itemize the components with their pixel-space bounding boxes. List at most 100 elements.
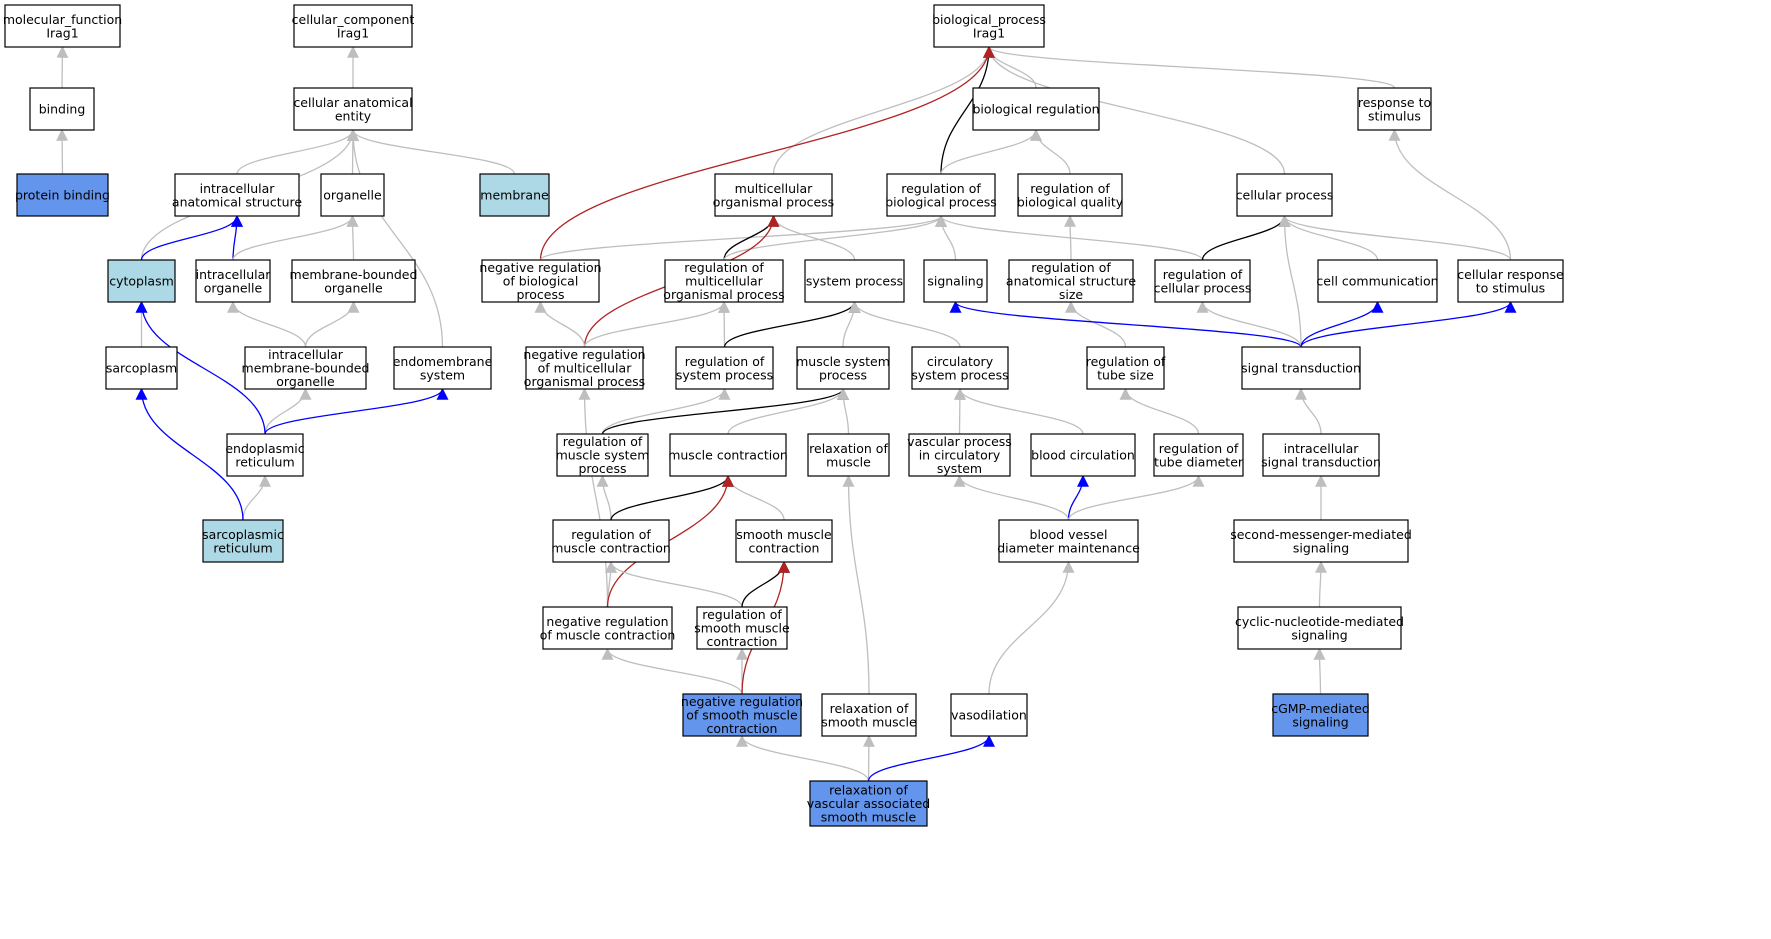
- node-box: [481, 259, 600, 303]
- node-label-line: smooth muscle: [694, 621, 790, 636]
- node-label-line: Irag1: [46, 25, 78, 40]
- node-label-line: regulation of: [571, 527, 651, 542]
- edge-is_a-sigtrans-to-rcp: [1196, 300, 1302, 348]
- edge-is_a-smc-to-mc: [722, 474, 785, 521]
- node-label-line: biological quality: [1017, 194, 1124, 209]
- node-label-line: system process: [806, 274, 903, 289]
- node-label-line: smooth muscle: [821, 810, 917, 825]
- node-label-line: Irag1: [337, 25, 369, 40]
- node-label-line: vasodilation: [951, 708, 1027, 723]
- node-sigtrans[interactable]: signal transduction: [1241, 346, 1361, 390]
- node-label-line: negative regulation: [681, 694, 803, 709]
- node-sysproc[interactable]: system process: [804, 259, 905, 303]
- node-label-line: multicellular: [685, 274, 764, 289]
- node-box: [244, 346, 367, 390]
- edge-is_a-rmc-to-rmsp: [596, 474, 612, 521]
- node-cellcomm[interactable]: cell communication: [1316, 259, 1439, 303]
- edge-is_a-sysproc-to-mop: [767, 214, 856, 261]
- edge-is_a-nrmop-to-nrbp: [534, 300, 586, 348]
- node-label-line: cellular response: [1457, 267, 1564, 282]
- edge-is_a-protein_binding-to-binding: [56, 128, 69, 175]
- edge-is_a-endomem-to-cae: [347, 128, 444, 348]
- node-sarcoplasm[interactable]: sarcoplasm: [105, 346, 178, 390]
- node-label-line: cellular process: [1236, 188, 1334, 203]
- node-bloodcirc[interactable]: blood circulation: [1030, 433, 1136, 477]
- node-protein_binding[interactable]: protein binding: [15, 173, 110, 217]
- node-label-line: diameter maintenance: [997, 540, 1140, 555]
- node-vasodil[interactable]: vasodilation: [950, 693, 1028, 737]
- node-binding[interactable]: binding: [29, 87, 95, 131]
- edge-regulates-rbp-to-bp: [940, 45, 995, 175]
- node-membrane[interactable]: membrane: [479, 173, 550, 217]
- edge-is_a-nrmop-to-rmop: [583, 300, 730, 348]
- node-label-line: of muscle contraction: [540, 627, 676, 642]
- edge-neg_regulates-nrbp-to-bp: [539, 45, 995, 261]
- node-box: [195, 259, 271, 303]
- node-label-line: of biological: [503, 274, 579, 289]
- node-box: [293, 87, 413, 131]
- node-signaling[interactable]: signaling: [923, 259, 988, 303]
- node-box: [664, 259, 784, 303]
- node-box: [1233, 519, 1409, 563]
- node-box: [807, 433, 890, 477]
- node-label-line: intracellular: [268, 347, 344, 362]
- node-label-line: tube size: [1097, 367, 1154, 382]
- node-box: [542, 606, 673, 650]
- node-organelle[interactable]: organelle: [320, 173, 385, 217]
- edge-is_a-cnms-to-smms: [1314, 560, 1327, 608]
- edge-is_a-sigtrans-to-cellproc: [1278, 214, 1302, 348]
- node-cytoplasm[interactable]: cytoplasm: [107, 259, 176, 303]
- node-label-line: intracellular: [196, 267, 272, 282]
- edge-regulates-rsp-to-sysproc: [723, 300, 861, 348]
- node-mc[interactable]: muscle contraction: [668, 433, 788, 477]
- node-label-line: signal transduction: [1241, 361, 1361, 376]
- node-cellproc[interactable]: cellular process: [1236, 173, 1334, 217]
- edge-is_a-rtubesize-to-rass: [1065, 300, 1127, 348]
- node-label-line: cGMP-mediated: [1271, 701, 1370, 716]
- edge-is_a-imbo-to-mbo: [304, 300, 360, 348]
- node-bioreg[interactable]: biological regulation: [972, 87, 1100, 131]
